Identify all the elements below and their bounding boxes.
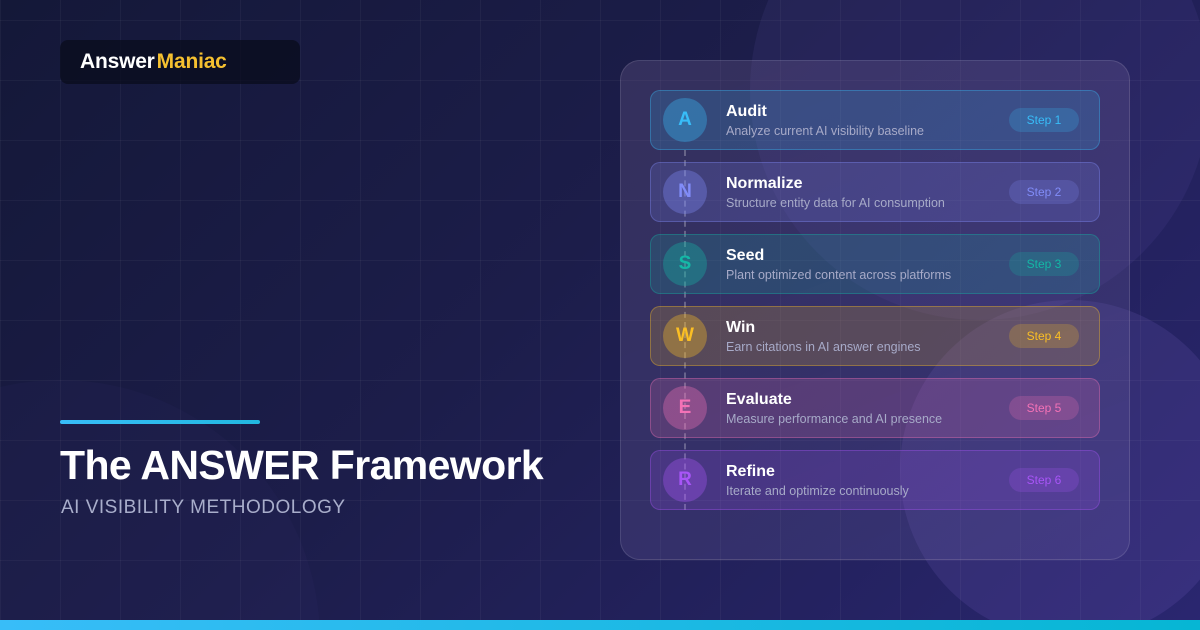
title-accent-line xyxy=(60,420,260,424)
step-connector-line xyxy=(684,150,686,510)
step-card-win: W Win Earn citations in AI answer engine… xyxy=(650,306,1100,366)
step-letter-icon: A xyxy=(663,98,707,142)
background-glow xyxy=(900,300,1200,630)
step-card-seed: S Seed Plant optimized content across pl… xyxy=(650,234,1100,294)
page-subtitle: AI VISIBILITY METHODOLOGY xyxy=(61,497,346,518)
brand-name-part2: Maniac xyxy=(156,50,227,73)
step-name: Win xyxy=(726,319,756,336)
page-title: The ANSWER Framework xyxy=(60,442,544,488)
step-description: Earn citations in AI answer engines xyxy=(726,340,921,354)
step-description: Analyze current AI visibility baseline xyxy=(726,124,925,138)
step-name: Evaluate xyxy=(726,391,792,408)
brand-logo: Answer Maniac xyxy=(60,40,300,84)
step-name: Refine xyxy=(726,463,775,480)
step-name: Normalize xyxy=(726,175,803,192)
step-badge: Step 6 xyxy=(1009,468,1079,492)
step-letter-icon: R xyxy=(663,458,707,502)
step-card-normalize: N Normalize Structure entity data for AI… xyxy=(650,162,1100,222)
bottom-accent-bar xyxy=(0,620,1200,630)
step-letter-icon: E xyxy=(663,386,707,430)
step-description: Iterate and optimize continuously xyxy=(726,484,909,498)
step-card-refine: R Refine Iterate and optimize continuous… xyxy=(650,450,1100,510)
step-description: Plant optimized content across platforms xyxy=(726,268,952,282)
step-description: Measure performance and AI presence xyxy=(726,412,943,426)
step-badge: Step 2 xyxy=(1009,180,1079,204)
step-description: Structure entity data for AI consumption xyxy=(726,196,945,210)
step-letter-icon: N xyxy=(663,170,707,214)
framework-panel xyxy=(620,60,1130,560)
brand-name-part1: Answer xyxy=(80,50,155,73)
step-badge: Step 4 xyxy=(1009,324,1079,348)
step-badge: Step 1 xyxy=(1009,108,1079,132)
step-card-audit: A Audit Analyze current AI visibility ba… xyxy=(650,90,1100,150)
step-letter-icon: S xyxy=(663,242,707,286)
step-name: Audit xyxy=(726,103,767,120)
step-name: Seed xyxy=(726,247,765,264)
step-card-evaluate: E Evaluate Measure performance and AI pr… xyxy=(650,378,1100,438)
step-letter-icon: W xyxy=(663,314,707,358)
step-badge: Step 5 xyxy=(1009,396,1079,420)
step-badge: Step 3 xyxy=(1009,252,1079,276)
